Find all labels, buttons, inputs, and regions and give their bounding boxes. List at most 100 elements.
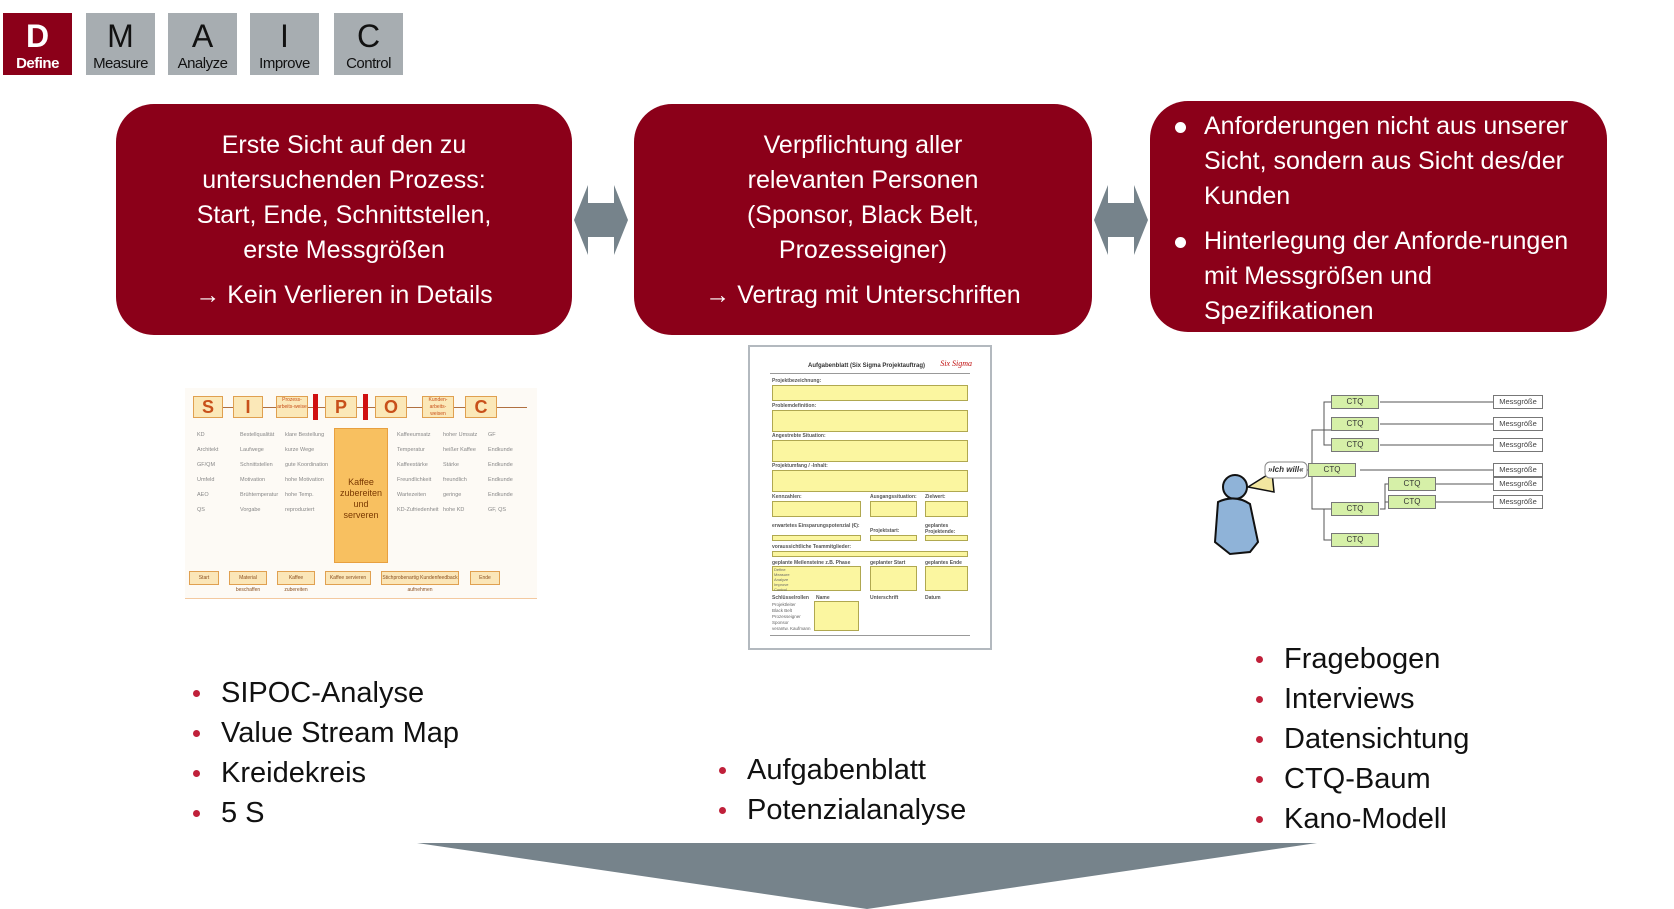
box-conclusion: → Vertrag mit Unterschriften	[705, 281, 1021, 309]
form-field	[814, 601, 859, 631]
form-field	[772, 410, 968, 432]
task-sheet-document: Aufgabenblatt (Six Sigma Projektauftrag)…	[748, 345, 992, 650]
list-item: Datensichtung	[1256, 719, 1469, 759]
form-label: Projektstart:	[870, 528, 900, 534]
form-field	[925, 501, 968, 517]
list-item: CTQ-Baum	[1256, 759, 1469, 799]
form-field	[772, 535, 861, 541]
phase-letter: A	[191, 18, 214, 54]
form-label: Projektumfang / -Inhalt:	[772, 463, 828, 469]
form-role: verantw. Kaufmann	[772, 626, 811, 631]
form-field	[772, 385, 968, 401]
form-label: Projektbezeichnung:	[772, 378, 822, 384]
ctq-node: CTQ	[1308, 463, 1356, 477]
list-item: 5 S	[193, 793, 459, 833]
form-phase: Control	[774, 587, 787, 592]
box-line: Prozesseigner)	[778, 236, 948, 264]
sipoc-small-box: Kunden-arbeits-weisen	[422, 396, 454, 418]
box-line: erste Messgrößen	[243, 236, 445, 264]
down-arrow-icon	[417, 843, 1317, 909]
sipoc-step: Ende	[470, 571, 500, 585]
form-label: Angestrebte Situation:	[772, 433, 826, 439]
ctq-node: CTQ	[1388, 495, 1436, 509]
six-sigma-logo: Six Sigma	[940, 359, 972, 368]
form-phase: Measure	[774, 572, 790, 577]
form-field	[870, 501, 917, 517]
sipoc-p: P	[325, 396, 357, 418]
phase-letter: D	[25, 18, 50, 54]
ctq-measure: Messgröße	[1493, 438, 1543, 452]
ctq-node: CTQ	[1331, 502, 1379, 516]
form-phase: Define	[774, 567, 786, 572]
ctq-node: CTQ	[1331, 533, 1379, 547]
box-line: Start, Ende, Schnittstellen,	[196, 201, 492, 229]
phase-label: Measure	[93, 55, 148, 72]
sipoc-step: Material beschaffen	[229, 571, 267, 593]
form-label: geplante Meilensteine z.B. Phase	[772, 560, 851, 566]
form-phase: Analyze	[774, 577, 789, 582]
ctq-measure: Messgröße	[1493, 463, 1543, 477]
box-requirements: Anforderungen nicht aus unserer Sicht, s…	[1150, 101, 1607, 332]
form-role: Sponsor	[772, 620, 789, 625]
phase-letter: C	[356, 18, 381, 54]
form-role: Black Belt	[772, 608, 793, 613]
list-item: Value Stream Map	[193, 713, 459, 753]
box-line: Verpflichtung aller	[763, 131, 963, 159]
form-field	[772, 470, 968, 492]
box-line: Erste Sicht auf den zu	[221, 131, 467, 159]
form-field	[870, 566, 917, 591]
form-label: geplantes Ende	[925, 560, 962, 566]
list-item: Kreidekreis	[193, 753, 459, 793]
sipoc-c: C	[465, 396, 497, 418]
sipoc-diagram: S I Prozess-arbeits-weise P O Kunden-arb…	[185, 388, 537, 599]
sipoc-step: Stichprobenartig Kundenfeedback aufnehme…	[381, 571, 459, 593]
box-bullet: Anforderungen nicht aus unserer Sicht, s…	[1175, 109, 1587, 214]
ctq-tree-diagram: »Ich will« CTQ CTQ CTQ CTQ CTQ CTQ CTQ C…	[1210, 392, 1550, 557]
box-line: (Sponsor, Black Belt,	[746, 201, 980, 229]
phase-label: Analyze	[177, 55, 228, 72]
list-item: Aufgabenblatt	[719, 750, 966, 790]
phase-label: Control	[346, 55, 391, 72]
sipoc-o: O	[375, 396, 407, 418]
form-field	[925, 566, 968, 591]
form-label: erwartetes Einsparungspotenzial (€):	[772, 523, 860, 529]
method-list-middle: Aufgabenblatt Potenzialanalyse	[719, 750, 966, 830]
form-phase: Improve	[774, 582, 789, 587]
form-field	[772, 566, 861, 591]
phase-letter: M	[107, 18, 134, 54]
form-title: Aufgabenblatt (Six Sigma Projektauftrag)	[808, 363, 926, 369]
form-label: geplantes Projektende:	[925, 523, 956, 535]
ctq-voice-label: »Ich will«	[1268, 465, 1304, 474]
ctq-node: CTQ	[1331, 395, 1379, 409]
box-conclusion: → Kein Verlieren in Details	[195, 281, 493, 309]
sipoc-process: Kaffee zubereiten und serveren	[334, 428, 388, 563]
form-label: Ausgangssituation:	[870, 494, 917, 500]
list-item: Interviews	[1256, 679, 1469, 719]
form-label: Zielwert:	[925, 494, 946, 500]
speaker-figure-icon	[1213, 470, 1275, 556]
form-field	[870, 535, 917, 541]
method-list-right: Fragebogen Interviews Datensichtung CTQ-…	[1256, 639, 1469, 839]
sipoc-step: Start	[189, 571, 219, 585]
phase-label: Improve	[259, 55, 310, 72]
form-field	[925, 535, 968, 541]
ctq-measure: Messgröße	[1493, 495, 1543, 509]
ctq-measure: Messgröße	[1493, 395, 1543, 409]
ctq-node: CTQ	[1388, 477, 1436, 491]
box-commitment: Verpflichtung aller relevanten Personen …	[634, 104, 1092, 335]
form-label: Problemdefinition:	[772, 403, 817, 409]
sipoc-small-box: Prozess-arbeits-weise	[276, 396, 308, 418]
sipoc-step: Kaffee servieren	[325, 571, 371, 585]
form-label: voraussichtliche Teammitglieder:	[772, 544, 852, 550]
form-role: Projektleiter	[772, 602, 796, 607]
phase-label: Define	[16, 55, 59, 72]
double-arrow-icon	[574, 185, 628, 255]
ctq-measure: Messgröße	[1493, 417, 1543, 431]
method-list-left: SIPOC-Analyse Value Stream Map Kreidekre…	[193, 673, 459, 833]
box-bullet: Hinterlegung der Anforde-rungen mit Mess…	[1175, 224, 1587, 329]
